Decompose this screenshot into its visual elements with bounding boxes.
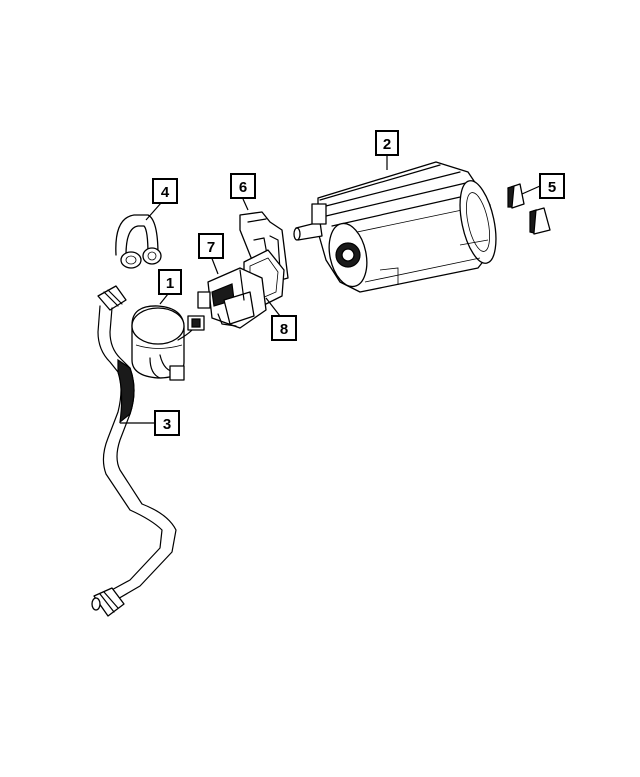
callout-1: 1 xyxy=(158,269,182,295)
callout-3-label: 3 xyxy=(163,416,171,433)
leader-8 xyxy=(265,297,281,317)
callout-5: 5 xyxy=(539,173,565,199)
callout-7-label: 7 xyxy=(207,239,215,256)
leader-5 xyxy=(521,185,541,195)
canister-caps xyxy=(507,183,551,235)
vapor-canister xyxy=(293,161,497,293)
vapor-hose xyxy=(91,285,177,617)
callout-6-label: 6 xyxy=(239,179,247,196)
callout-6: 6 xyxy=(230,173,256,199)
callout-4: 4 xyxy=(152,178,178,204)
callout-1-label: 1 xyxy=(166,275,174,292)
callout-8-label: 8 xyxy=(280,321,288,338)
u-hose xyxy=(115,214,162,269)
filter-solenoid xyxy=(131,305,205,381)
leader-4 xyxy=(145,202,162,221)
callout-3: 3 xyxy=(154,410,180,436)
leader-6 xyxy=(242,198,249,211)
callout-7: 7 xyxy=(198,233,224,259)
leader-1 xyxy=(159,293,169,305)
callout-4-label: 4 xyxy=(161,184,170,201)
callout-5-label: 5 xyxy=(548,179,556,196)
callout-2: 2 xyxy=(375,130,399,156)
callout-8: 8 xyxy=(271,315,297,341)
callout-2-label: 2 xyxy=(383,136,391,153)
leak-detection-pump xyxy=(197,267,267,329)
